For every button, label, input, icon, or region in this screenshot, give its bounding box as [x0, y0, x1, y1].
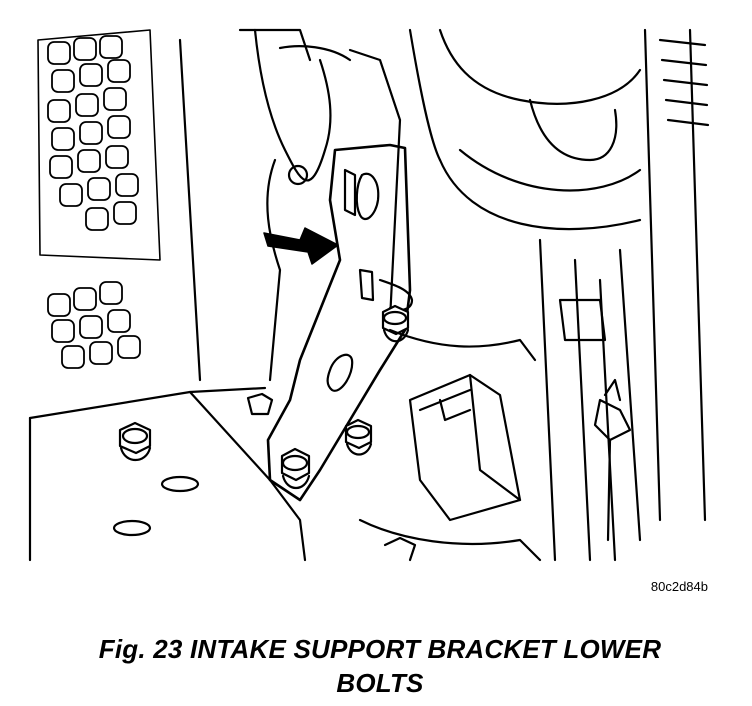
figure-caption: Fig. 23 INTAKE SUPPORT BRACKET LOWER BOL…	[30, 632, 730, 700]
figure-reference-code: 80c2d84b	[650, 579, 708, 594]
engine-bracket-illustration	[28, 28, 710, 562]
engine-flange	[178, 28, 352, 382]
bracket-bolt-upper	[381, 304, 410, 343]
base-plate	[28, 386, 307, 562]
pointer-arrow	[263, 227, 339, 265]
caption-line-2: BOLTS	[336, 668, 424, 698]
intake-manifold	[348, 28, 710, 562]
textured-panel-upper	[37, 29, 161, 261]
caption-line-1: Fig. 23 INTAKE SUPPORT BRACKET LOWER	[98, 634, 662, 664]
mount-housing	[358, 328, 542, 562]
bracket-bolt-lower	[280, 447, 311, 490]
textured-panel-lower	[47, 281, 141, 369]
bracket-bolt-middle	[344, 418, 373, 456]
